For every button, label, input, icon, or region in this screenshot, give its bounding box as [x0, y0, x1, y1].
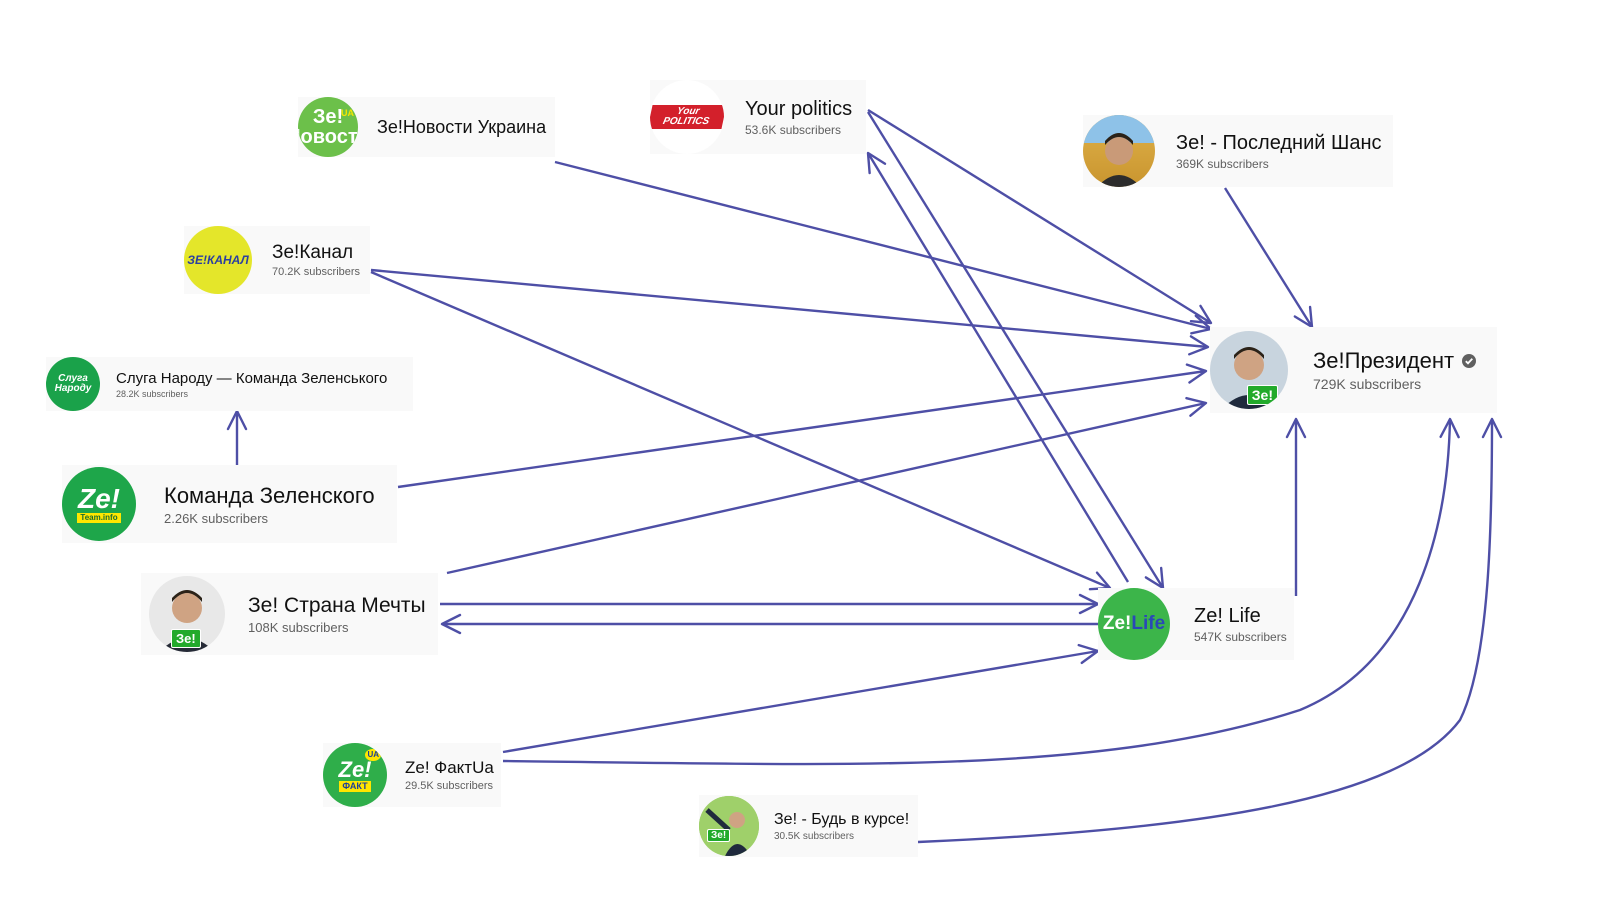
subscriber-count: 30.5K subscribers: [774, 830, 855, 842]
edge-your-politics-to-ze-life: [866, 111, 1165, 590]
avatar-text-accent: Life: [1131, 613, 1166, 634]
portrait-avatar-icon: Зе!: [149, 576, 225, 652]
channel-title: Зе! Страна Мечты: [248, 593, 426, 617]
channel-title: Зе!Канал: [272, 242, 354, 263]
avatar-text: Слуга Народу: [54, 372, 92, 394]
ze-badge: Зе!: [707, 829, 731, 842]
verified-check-icon: [1462, 354, 1477, 368]
channel-title: Ze! ФактUa: [405, 758, 494, 777]
node-strana-mechty[interactable]: Зе! Зе! Страна Мечты 108K subscribers: [141, 573, 438, 655]
subscriber-count: 53.6K subscribers: [745, 122, 842, 137]
ze-life-logo-icon: Ze!Life: [1098, 588, 1170, 660]
avatar-text: Your POLITICS: [650, 105, 724, 129]
channel-title: Слуга Народу — Команда Зеленського: [116, 369, 388, 387]
subscriber-count: 108K subscribers: [248, 619, 349, 635]
node-ze-novosti[interactable]: Зе! Новости UA Зе!Новости Украина: [298, 97, 555, 157]
node-ze-life[interactable]: Ze!Life Ze! Life 547K subscribers: [1098, 588, 1294, 660]
avatar-sub: ФАКТ: [339, 780, 371, 792]
edge-ze-fakt-to-ze-president: [502, 417, 1460, 766]
subscriber-count: 369K subscribers: [1176, 156, 1269, 171]
channel-title: Зе! - Последний Шанс: [1176, 131, 1382, 154]
node-your-politics[interactable]: Your POLITICS Your politics 53.6K subscr…: [650, 80, 866, 154]
avatar-sup: UA: [341, 108, 354, 118]
edge-ze-novosti-to-ze-president: [554, 160, 1213, 335]
ze-kanal-logo-icon: ЗЕ!КАНАЛ: [184, 226, 252, 294]
node-bud-v-kurse[interactable]: Зе! Зе! - Будь в курсе! 30.5K subscriber…: [699, 795, 918, 857]
node-ze-fakt[interactable]: Ze! ФАКТ UA Ze! ФактUa 29.5K subscribers: [323, 743, 501, 807]
edge-strana-mechty-to-ze-president: [446, 396, 1208, 575]
node-komanda[interactable]: Ze! Team.info Команда Зеленского 2.26K s…: [62, 465, 397, 543]
edge-posledniy-shans-to-ze-president: [1223, 187, 1314, 329]
avatar-text: Ze!: [78, 483, 120, 514]
channel-title: Зе!Новости Украина: [377, 116, 547, 137]
subscriber-count: 729K subscribers: [1313, 376, 1422, 392]
channel-title: Команда Зеленского: [164, 482, 375, 508]
ze-team-logo-icon: Ze! Team.info: [62, 467, 136, 541]
your-politics-logo-icon: Your POLITICS: [650, 80, 724, 154]
ze-fakt-logo-icon: Ze! ФАКТ UA: [323, 743, 387, 807]
avatar-text: Ze!: [1102, 613, 1132, 634]
subscriber-count: 70.2K subscribers: [272, 266, 361, 278]
node-sluga-narodu[interactable]: Слуга Народу Слуга Народу — Команда Зеле…: [46, 357, 413, 411]
edge-ze-fakt-to-ze-life: [502, 643, 1100, 754]
portrait-avatar-icon: Зе!: [1210, 331, 1288, 409]
avatar-sub: Team.info: [77, 513, 121, 523]
portrait-avatar-icon: [1083, 115, 1155, 187]
avatar-text: ЗЕ!КАНАЛ: [187, 253, 249, 267]
avatar-sup: UA: [365, 749, 381, 761]
subscriber-count: 29.5K subscribers: [405, 780, 494, 792]
channel-title: Ze! Life: [1194, 604, 1261, 627]
channel-title: Зе! - Будь в курсе!: [774, 810, 910, 828]
edge-your-politics-to-ze-president: [867, 108, 1213, 325]
avatar-text: Ze!: [338, 756, 372, 782]
edge-ze-kanal-to-ze-president: [370, 268, 1210, 356]
channel-title: Your politics: [745, 97, 853, 120]
edge-bud-v-kurse-to-ze-president: [917, 417, 1503, 844]
ze-badge: Зе!: [171, 629, 201, 648]
node-ze-president[interactable]: Зе! Зе!Президент 729K subscribers: [1210, 327, 1497, 413]
ze-badge: Зе!: [1246, 385, 1278, 405]
sluga-narodu-logo-icon: Слуга Народу: [46, 357, 100, 411]
subscriber-count: 547K subscribers: [1194, 629, 1287, 644]
edge-ze-life-to-your-politics: [866, 151, 1130, 583]
channel-title: Зе!Президент: [1313, 348, 1455, 373]
node-posledniy-shans[interactable]: Зе! - Последний Шанс 369K subscribers: [1083, 115, 1393, 187]
edge-komanda-to-ze-president: [397, 363, 1208, 489]
node-ze-kanal[interactable]: ЗЕ!КАНАЛ Зе!Канал 70.2K subscribers: [184, 226, 370, 294]
portrait-avatar-icon: Зе!: [699, 796, 759, 856]
edge-ze-kanal-to-ze-life: [370, 270, 1112, 591]
subscriber-count: 2.26K subscribers: [164, 510, 269, 526]
ze-novosti-logo-icon: Зе! Новости UA: [298, 97, 358, 157]
avatar-text: Зе! Новости: [298, 106, 358, 148]
subscriber-count: 28.2K subscribers: [116, 388, 189, 399]
